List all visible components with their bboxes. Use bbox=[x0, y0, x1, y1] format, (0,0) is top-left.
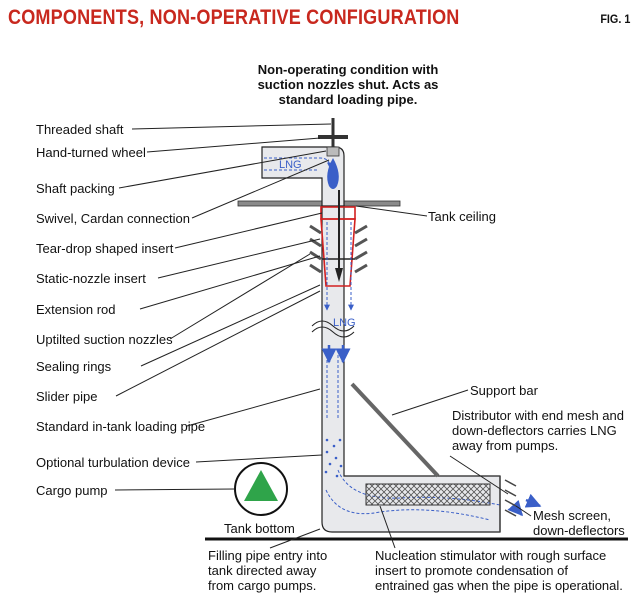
label-tank-ceiling: Tank ceiling bbox=[428, 209, 496, 224]
lng-label-top: LNG bbox=[279, 159, 302, 171]
slider-break bbox=[311, 320, 355, 332]
caption-line: suction nozzles shut. Acts as bbox=[257, 77, 439, 92]
distributor-line: Distributor with end mesh and bbox=[452, 408, 624, 423]
nucleation-line: Nucleation stimulator with rough surface bbox=[375, 548, 607, 563]
label-nucleation: Nucleation stimulator with rough surface… bbox=[375, 548, 623, 593]
label-distributor: Distributor with end mesh and down-defle… bbox=[452, 408, 624, 453]
loading-pipe bbox=[321, 205, 501, 533]
suction-nozzles bbox=[309, 224, 368, 274]
label-shaft-packing: Shaft packing bbox=[36, 181, 115, 196]
label-sealing-rings: Sealing rings bbox=[36, 359, 112, 374]
rod-tip bbox=[335, 268, 343, 282]
label-turbulation-device: Optional turbulation device bbox=[36, 455, 190, 470]
label-tank-bottom: Tank bottom bbox=[224, 521, 295, 536]
filling-line: tank directed away bbox=[208, 563, 317, 578]
filling-line: from cargo pumps. bbox=[208, 578, 317, 593]
lng-label-mid: LNG bbox=[333, 317, 356, 329]
mesh-line: Mesh screen, bbox=[533, 508, 612, 523]
label-mesh-screen: Mesh screen, down-deflectors bbox=[533, 508, 625, 538]
label-filling-entry: Filling pipe entry into tank directed aw… bbox=[208, 548, 327, 593]
distributor-line: away from pumps. bbox=[452, 438, 559, 453]
shaft-packing bbox=[326, 146, 340, 157]
filling-line: Filling pipe entry into bbox=[208, 548, 328, 563]
label-standard-loading-pipe: Standard in-tank loading pipe bbox=[36, 419, 206, 434]
label-extension-rod: Extension rod bbox=[36, 302, 116, 317]
figure-title: COMPONENTS, NON-OPERATIVE CONFIGURATION bbox=[8, 6, 460, 29]
caption: Non-operating condition with suction noz… bbox=[228, 62, 468, 107]
caption-line: Non-operating condition with bbox=[257, 62, 439, 77]
label-static-nozzle-insert: Static-nozzle insert bbox=[36, 271, 146, 286]
turbulation-device bbox=[324, 438, 343, 478]
static-nozzle-insert bbox=[320, 218, 356, 287]
nucleation-stimulator bbox=[365, 483, 491, 506]
mesh-screen bbox=[499, 476, 517, 532]
flow-arrows bbox=[321, 345, 542, 517]
leader-lines bbox=[114, 123, 532, 549]
label-swivel: Swivel, Cardan connection bbox=[36, 211, 190, 226]
label-cargo-pump: Cargo pump bbox=[36, 483, 108, 498]
label-slider-pipe: Slider pipe bbox=[36, 389, 98, 404]
label-tear-drop-insert: Tear-drop shaped insert bbox=[36, 241, 174, 256]
figure-number: FIG. 1 bbox=[599, 12, 630, 26]
tank-ceiling bbox=[237, 200, 401, 207]
cargo-pump-triangle bbox=[244, 470, 278, 501]
label-threaded-shaft: Threaded shaft bbox=[36, 122, 124, 137]
label-support-bar: Support bar bbox=[470, 383, 538, 398]
nucleation-line: insert to promote condensation of bbox=[375, 563, 568, 578]
support-bar bbox=[350, 382, 440, 478]
distributor-line: down-deflectors carries LNG bbox=[452, 423, 617, 438]
nucleation-line: entrained gas when the pipe is operation… bbox=[375, 578, 623, 593]
label-hand-turned-wheel: Hand-turned wheel bbox=[36, 145, 146, 160]
caption-line: standard loading pipe. bbox=[278, 92, 418, 107]
label-uptilted-nozzles: Uptilted suction nozzles bbox=[36, 332, 173, 347]
mesh-line: down-deflectors bbox=[533, 523, 625, 538]
slider-break bbox=[311, 326, 355, 338]
